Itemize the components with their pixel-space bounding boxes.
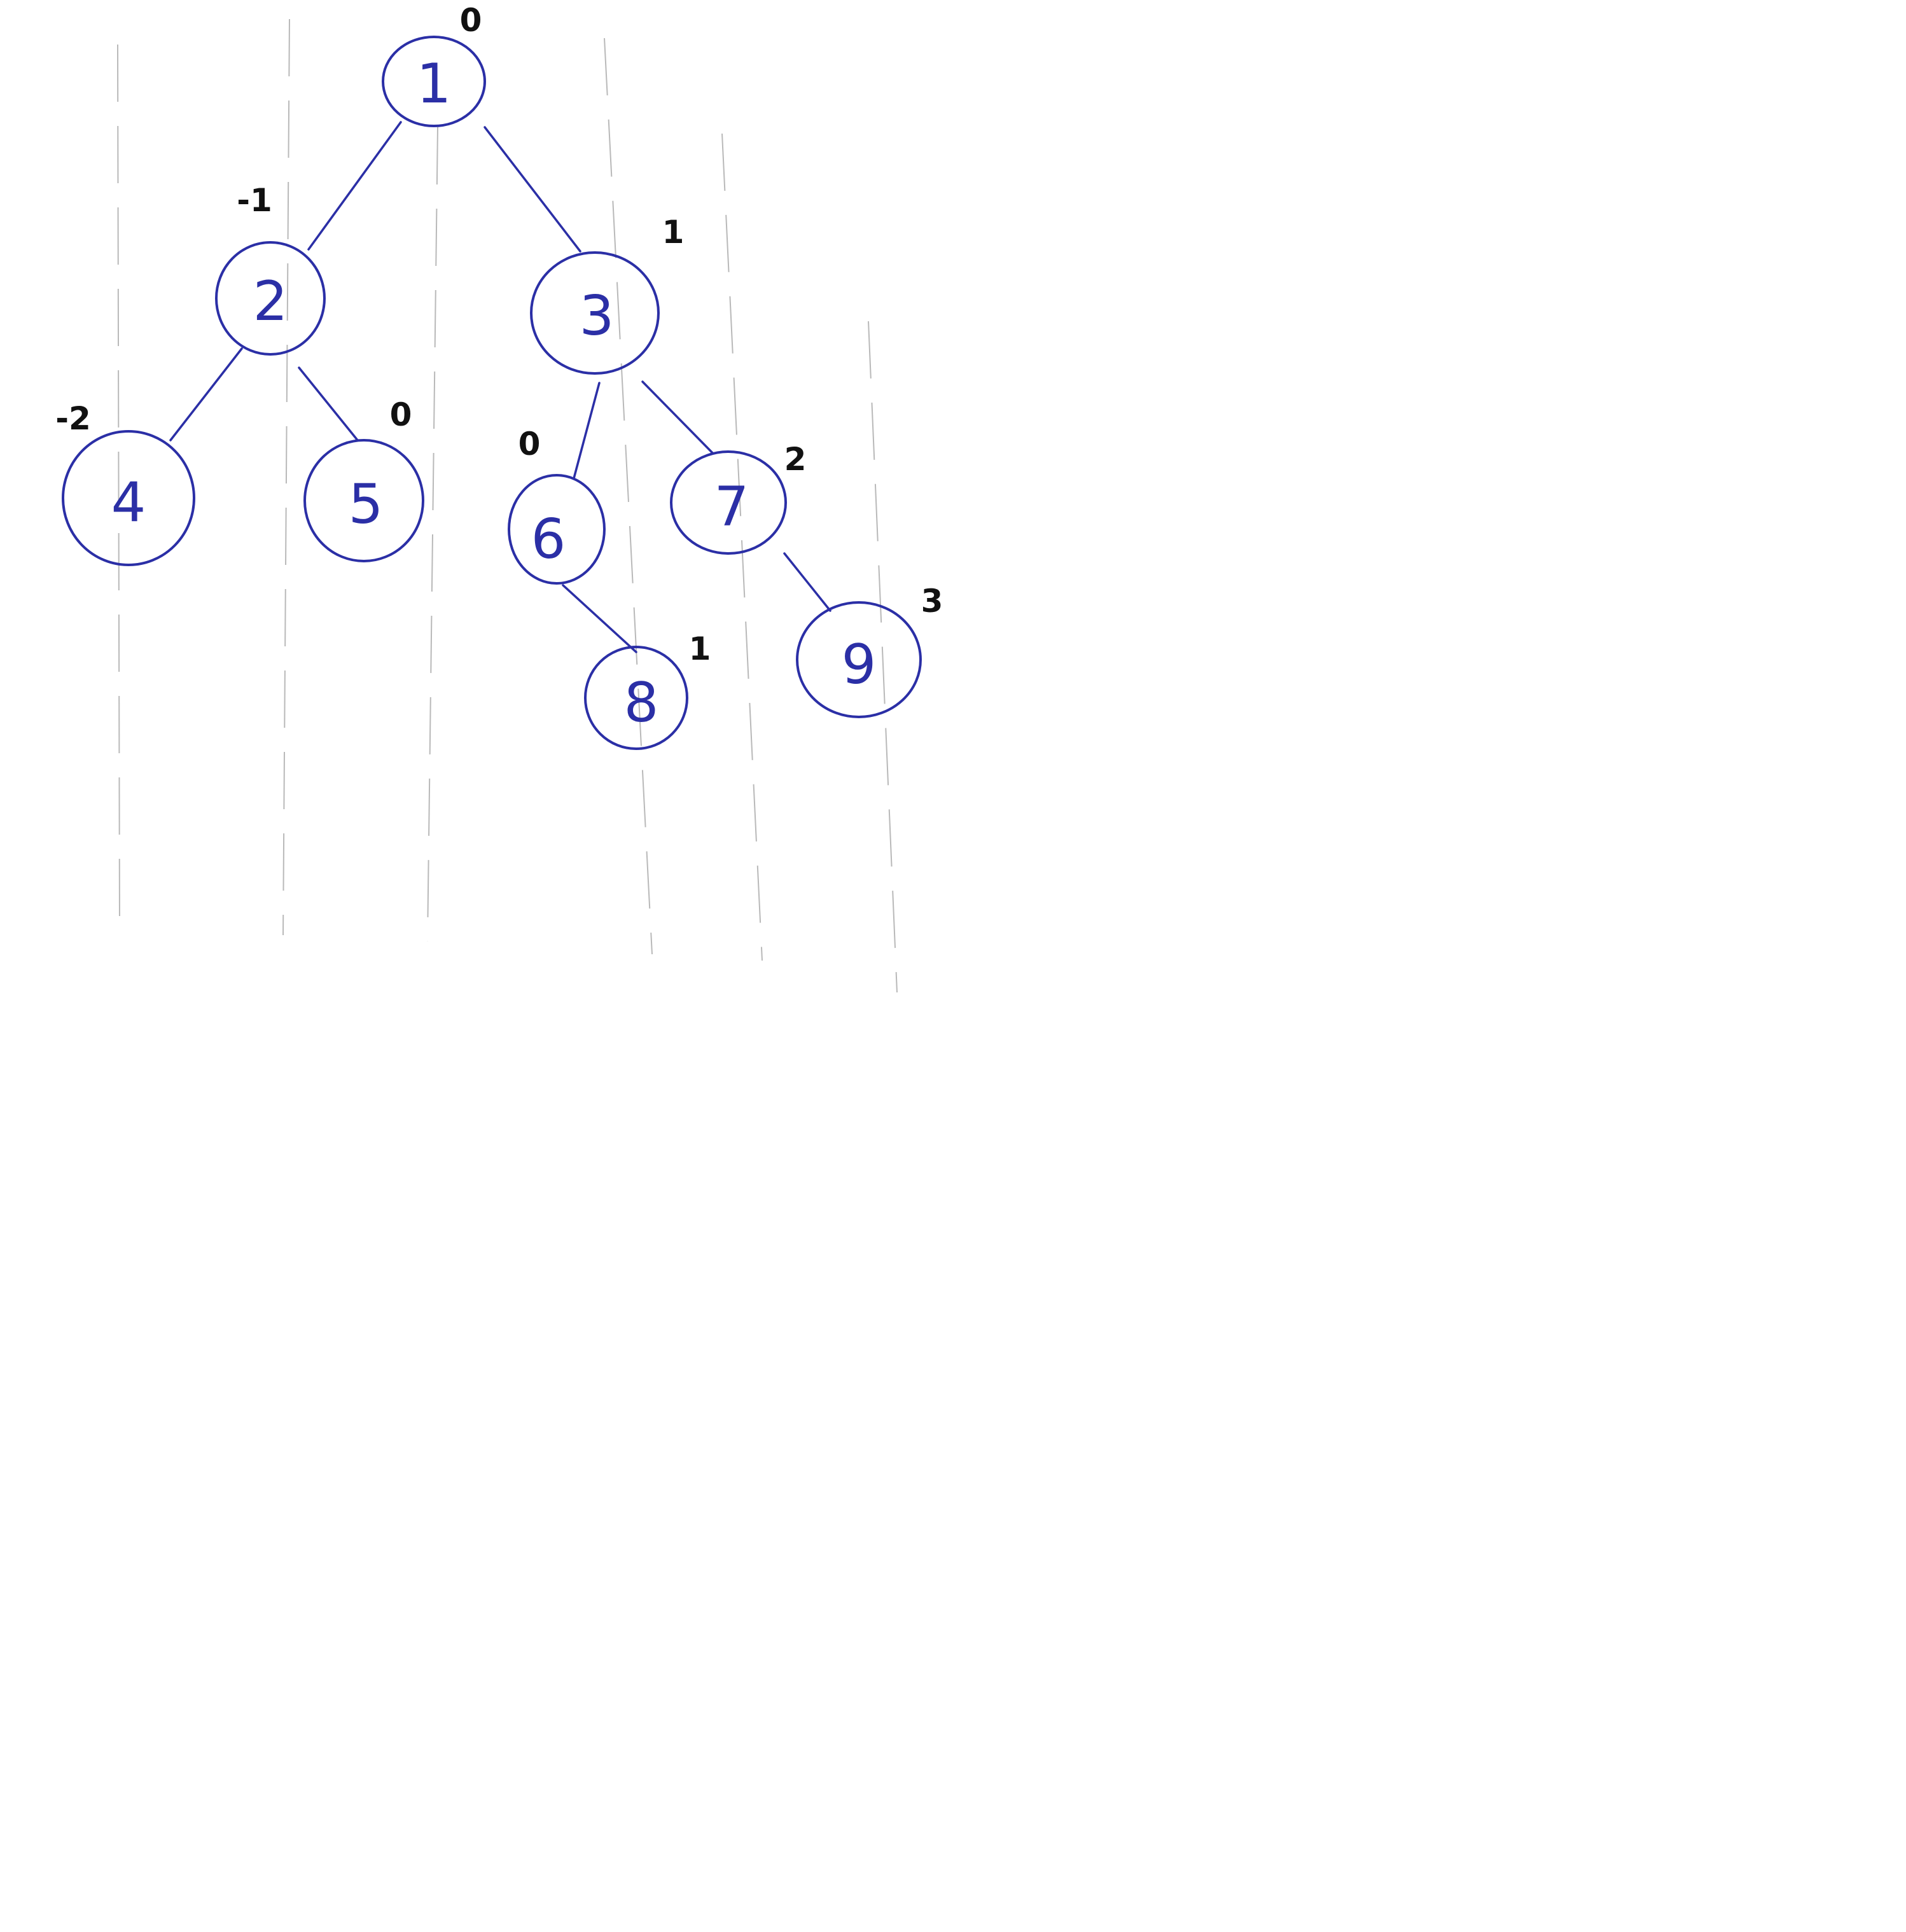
tree-node: 8 1 [584,630,711,750]
node-offset-label: 0 [518,426,541,462]
edge-2-5 [298,366,359,441]
tree-node: 7 2 [670,441,807,555]
guide-line [117,44,120,929]
edge-2-4 [169,347,243,441]
node-label: 8 [624,671,659,735]
node-circle [508,474,606,585]
node-offset-label: 0 [460,2,482,39]
edge-1-2 [307,121,402,251]
node-circle [670,450,787,555]
guide-line [427,127,438,942]
edge-3-7 [641,380,714,454]
node-circle [584,646,688,750]
tree-node: 3 1 [530,214,685,375]
node-circle [303,439,424,562]
node-circle [382,36,486,127]
tree-node: 9 3 [796,583,943,718]
node-offset-label: 1 [662,214,685,251]
node-circle [530,251,660,375]
edge-1-3 [483,126,581,253]
node-label: 1 [417,52,452,116]
paper-guide-lines [117,18,898,993]
node-offset-label: 1 [689,630,711,667]
tree-node: 2 -1 [215,182,326,356]
node-offset-label: 0 [390,396,412,433]
edge-7-9 [783,552,831,612]
node-label: 2 [253,270,288,333]
node-circle [796,601,922,718]
guide-line [868,321,898,993]
node-label: 5 [349,473,384,536]
node-offset-label: -2 [55,400,91,437]
guide-line [721,133,763,961]
node-label: 4 [111,471,146,534]
binary-tree-diagram: 1 0 2 -1 3 1 4 -2 5 0 6 0 [55,2,943,993]
guide-line [604,38,653,955]
node-offset-label: 3 [921,583,943,620]
node-label: 7 [714,475,749,539]
node-label: 6 [531,508,566,571]
tree-node: 1 0 [382,2,486,127]
guide-line [282,18,290,936]
node-offset-label: -1 [237,182,272,219]
tree-nodes: 1 0 2 -1 3 1 4 -2 5 0 6 0 [55,2,943,750]
node-circle [62,430,195,566]
node-label: 3 [580,284,615,348]
edge-6-8 [562,584,637,653]
edge-3-6 [573,382,601,480]
tree-node: 5 0 [303,396,424,562]
tree-node: 6 0 [508,426,606,585]
tree-edges [169,121,831,653]
node-offset-label: 2 [784,441,807,478]
node-label: 9 [842,633,877,697]
tree-node: 4 -2 [55,400,195,566]
node-circle [215,241,326,356]
